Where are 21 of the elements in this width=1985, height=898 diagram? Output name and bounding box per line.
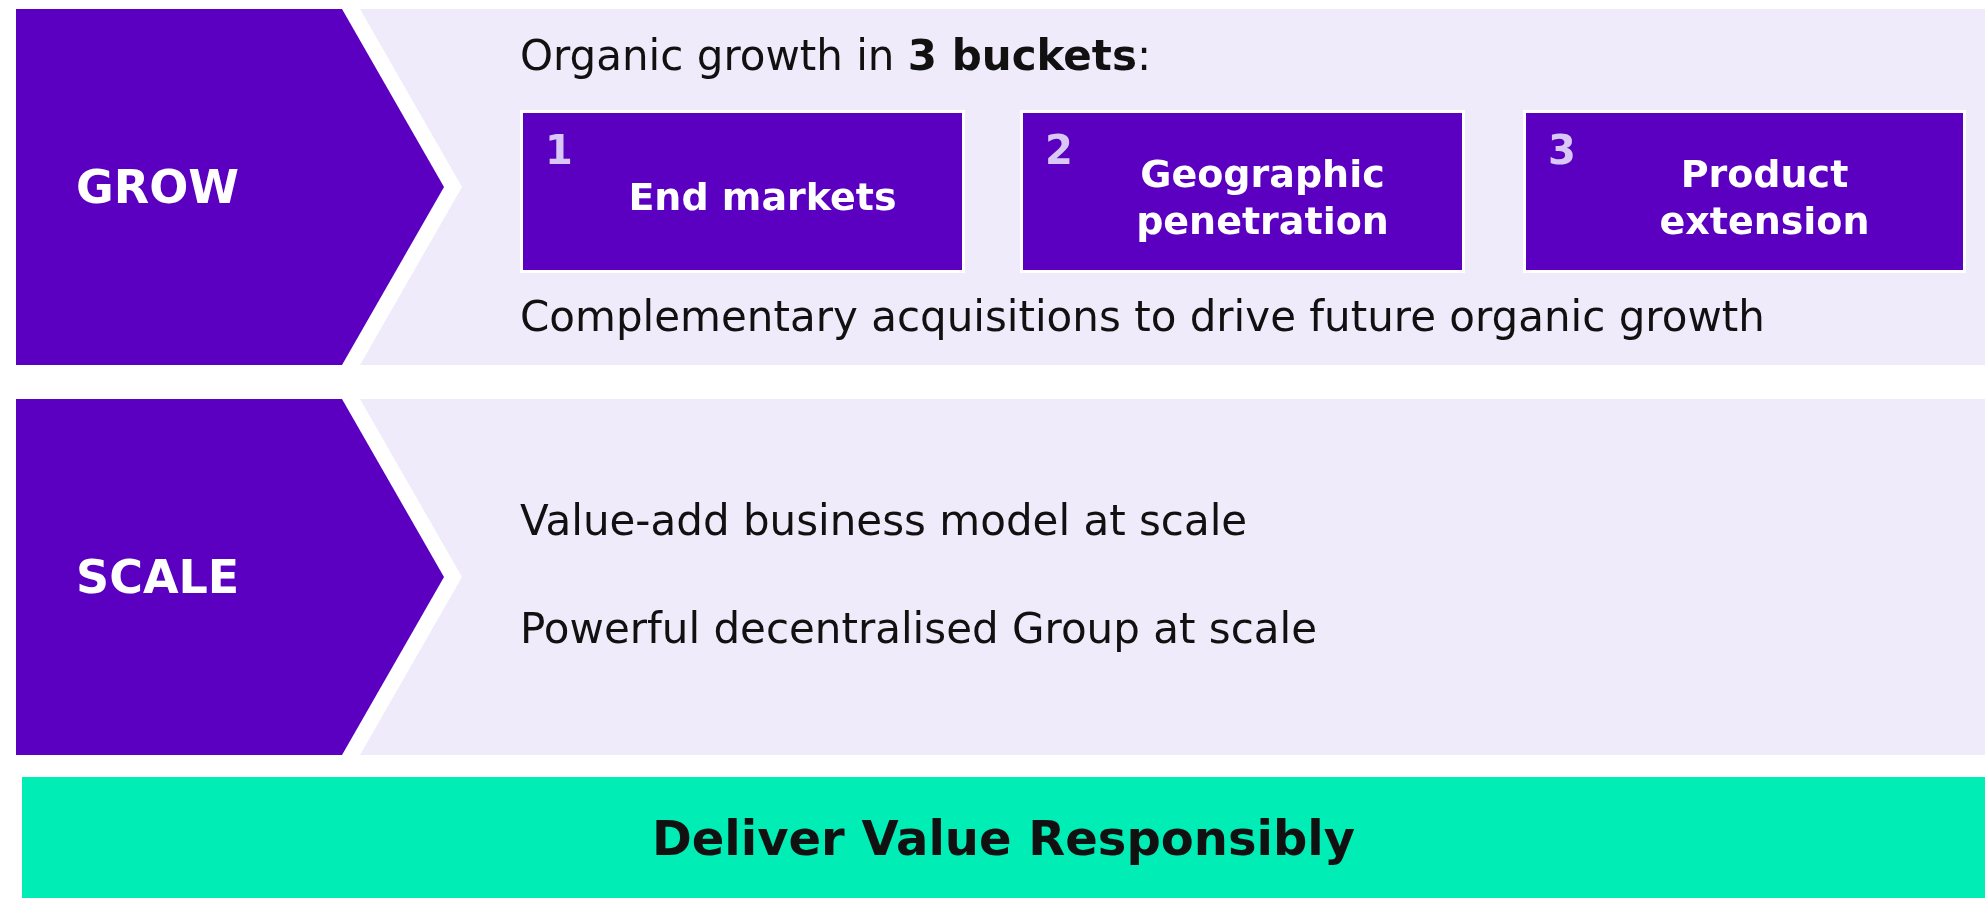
bucket-box — [520, 110, 965, 273]
footer-text: Deliver Value Responsibly — [650, 808, 1357, 868]
footer-band — [22, 777, 1985, 898]
bucket-title: Geographic penetration — [1135, 150, 1390, 245]
body-text: Value-add business model at scale — [520, 496, 1248, 545]
bucket-title: End markets — [627, 174, 898, 222]
bucket-title: Product extension — [1658, 150, 1871, 245]
bucket-number: 2 — [1045, 127, 1073, 173]
chevron-banner — [16, 399, 444, 755]
section-heading: GROW — [76, 159, 240, 216]
body-text: Powerful decentralised Group at scale — [520, 604, 1317, 653]
intro-text: Organic growth in 3 buckets: — [520, 31, 1152, 80]
body-text: Complementary acquisitions to drive future organic growth — [520, 292, 1765, 341]
bucket-number: 1 — [545, 127, 573, 173]
bucket-number: 3 — [1548, 127, 1576, 173]
content-panel — [360, 9, 1985, 365]
bucket-box — [1523, 110, 1966, 273]
content-panel — [360, 399, 1985, 755]
chevron-banner — [16, 9, 444, 365]
section-heading: SCALE — [76, 549, 240, 606]
bucket-box — [1020, 110, 1465, 273]
